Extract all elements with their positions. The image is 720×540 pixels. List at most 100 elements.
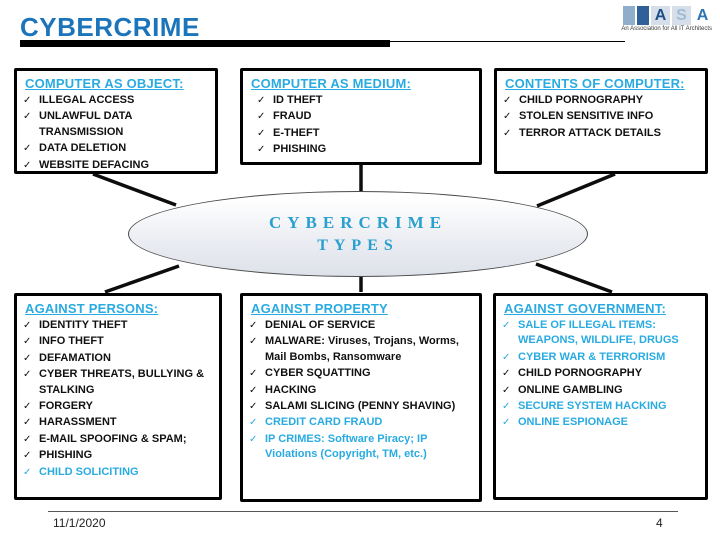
list-item: ✓SALAMI SLICING (PENNY SHAVING) xyxy=(249,399,473,414)
title-underline-thin-line xyxy=(390,41,625,42)
list-item-text: CHILD SOLICITING xyxy=(39,465,139,478)
list-item: ✓CHILD PORNOGRAPHY xyxy=(503,93,699,108)
list-item: ✓PHISHING xyxy=(23,448,213,463)
list-item: ✓DATA DELETION xyxy=(23,141,209,156)
list-item-text: MALWARE: Viruses, Trojans, Worms, Mail B… xyxy=(265,335,459,363)
list-item: ✓ CYBER SQUATTING xyxy=(249,366,473,381)
check-icon: ✓ xyxy=(257,127,266,139)
box-title: COMPUTER AS MEDIUM: xyxy=(251,76,412,91)
check-icon: ✓ xyxy=(249,368,258,380)
logo-tagline: An Association for All IT Architects xyxy=(621,26,712,32)
check-icon: ✓ xyxy=(257,95,266,106)
check-icon: ✓ xyxy=(503,127,512,139)
connector-line xyxy=(104,264,180,294)
box-title: CONTENTS OF COMPUTER: xyxy=(505,76,685,91)
list-item: ✓ HACKING xyxy=(249,383,473,398)
cybercrime-types-ellipse: CYBERCRIME TYPES xyxy=(128,191,588,277)
list-item-text: FORGERY xyxy=(39,399,93,412)
item-list: ✓SALE OF ILLEGAL ITEMS: WEAPONS, WILDLIF… xyxy=(502,318,699,431)
box-contents-of-computer: CONTENTS OF COMPUTER: ✓CHILD PORNOGRAPHY… xyxy=(494,68,708,174)
item-list: ✓ ID THEFT ✓ FRAUD ✓ E-THEFT ✓ PHISHING xyxy=(249,93,473,158)
list-item: ✓ CYBER WAR & TERRORISM xyxy=(502,350,699,365)
check-icon: ✓ xyxy=(249,400,258,412)
list-item-text: CYBER SQUATTING xyxy=(265,367,371,380)
list-item: ✓FORGERY xyxy=(23,399,213,414)
check-icon: ✓ xyxy=(23,417,32,429)
list-item: ✓CREDIT CARD FRAUD xyxy=(249,415,473,430)
ellipse-title-line2: TYPES xyxy=(317,237,399,254)
list-item: ✓ E-MAIL SPOOFING & SPAM; xyxy=(23,432,213,447)
box-against-government: AGAINST GOVERNMENT: ✓SALE OF ILLEGAL ITE… xyxy=(493,293,708,500)
check-icon: ✓ xyxy=(249,433,258,445)
list-item-text: PHISHING xyxy=(39,449,93,462)
list-item-text: WEBSITE DEFACING xyxy=(39,158,150,171)
check-icon: ✓ xyxy=(249,336,258,348)
list-item-text: CYBER WAR & TERRORISM xyxy=(518,350,666,363)
box-title: AGAINST PROPERTY xyxy=(251,301,388,316)
check-icon: ✓ xyxy=(23,111,32,123)
list-item: ✓ TERROR ATTACK DETAILS xyxy=(503,126,699,141)
list-item-text: FRAUD xyxy=(273,110,312,123)
list-item: ✓SALE OF ILLEGAL ITEMS: WEAPONS, WILDLIF… xyxy=(502,318,699,349)
check-icon: ✓ xyxy=(23,369,32,381)
list-item: ✓ INFO THEFT xyxy=(23,334,213,349)
check-icon: ✓ xyxy=(502,320,511,331)
list-item-text: SECURE SYSTEM HACKING xyxy=(518,399,667,412)
list-item-text: CHILD PORNOGRAPHY xyxy=(518,367,643,380)
list-item-text: DEFAMATION xyxy=(39,351,111,364)
list-item-text: ONLINE ESPIONAGE xyxy=(518,416,629,429)
check-icon: ✓ xyxy=(23,95,32,106)
logo-letter: A xyxy=(693,6,712,25)
check-icon: ✓ xyxy=(249,320,258,331)
check-icon: ✓ xyxy=(503,95,512,106)
check-icon: ✓ xyxy=(23,352,32,364)
iasa-logo: A S A An Association for All IT Architec… xyxy=(606,6,712,32)
list-item: ✓ UNLAWFUL DATA TRANSMISSION xyxy=(23,109,209,140)
check-icon: ✓ xyxy=(257,144,266,156)
iasa-logo-letters: A S A xyxy=(606,6,712,25)
list-item: ✓CYBER THREATS, BULLYING & STALKING xyxy=(23,367,213,398)
check-icon: ✓ xyxy=(23,433,32,445)
list-item-text: ILLEGAL ACCESS xyxy=(39,94,135,106)
box-against-persons: AGAINST PERSONS: ✓ IDENTITY THEFT ✓ INFO TH… xyxy=(14,293,222,500)
item-list: ✓CHILD PORNOGRAPHY✓STOLEN SENSITIVE INFO… xyxy=(503,93,699,141)
list-item-text: TERROR ATTACK DETAILS xyxy=(519,126,661,139)
connector-line xyxy=(92,172,177,207)
list-item-text: E-MAIL SPOOFING & SPAM; xyxy=(39,432,187,445)
list-item-text: INFO THEFT xyxy=(39,335,104,348)
item-list: ✓ ILLEGAL ACCESS ✓ UNLAWFUL DATA TRANSMISSI… xyxy=(23,93,209,173)
item-list: ✓ IDENTITY THEFT ✓ INFO THEFT ✓ DEFAMATION ✓CY… xyxy=(23,318,213,480)
list-item: ✓ ID THEFT xyxy=(257,93,473,108)
logo-block-icon xyxy=(637,6,649,25)
list-item-text: E-THEFT xyxy=(273,126,320,139)
check-icon: ✓ xyxy=(502,368,511,380)
list-item-text: DENIAL OF SERVICE xyxy=(265,319,376,331)
list-item-text: STOLEN SENSITIVE INFO xyxy=(519,110,654,123)
list-item-text: HACKING xyxy=(265,383,317,396)
list-item-text: CREDIT CARD FRAUD xyxy=(265,416,383,429)
check-icon: ✓ xyxy=(502,417,511,429)
list-item-text: HARASSMENT xyxy=(39,416,117,429)
check-icon: ✓ xyxy=(257,111,266,123)
check-icon: ✓ xyxy=(502,384,511,396)
list-item-text: ID THEFT xyxy=(273,94,323,106)
list-item: ✓IP CRIMES: Software Piracy; IP Violatio… xyxy=(249,432,473,463)
box-computer-as-object: COMPUTER AS OBJECT: ✓ILLEGAL ACCESS✓UNLA… xyxy=(14,68,218,174)
check-icon: ✓ xyxy=(23,336,32,348)
box-title: AGAINST GOVERNMENT: xyxy=(504,301,666,316)
list-item: ✓ HARASSMENT xyxy=(23,415,213,430)
list-item-text: PHISHING xyxy=(273,143,327,156)
check-icon: ✓ xyxy=(502,351,511,363)
ellipse-title-line1: CYBERCRIME xyxy=(268,213,448,232)
check-icon: ✓ xyxy=(249,384,258,396)
title-underline-bar xyxy=(20,40,390,47)
item-list: ✓ DENIAL OF SERVICE ✓ MALWARE: Viruses, Tro… xyxy=(249,318,473,463)
check-icon: ✓ xyxy=(503,111,512,123)
check-icon: ✓ xyxy=(502,400,511,412)
list-item: ✓ PHISHING xyxy=(257,142,473,157)
list-item-text: DATA DELETION xyxy=(39,142,127,155)
box-title: AGAINST PERSONS: xyxy=(25,301,159,316)
list-item-text: IDENTITY THEFT xyxy=(39,319,128,331)
list-item-text: UNLAWFUL DATA TRANSMISSION xyxy=(39,110,133,138)
connector-line xyxy=(536,172,616,208)
